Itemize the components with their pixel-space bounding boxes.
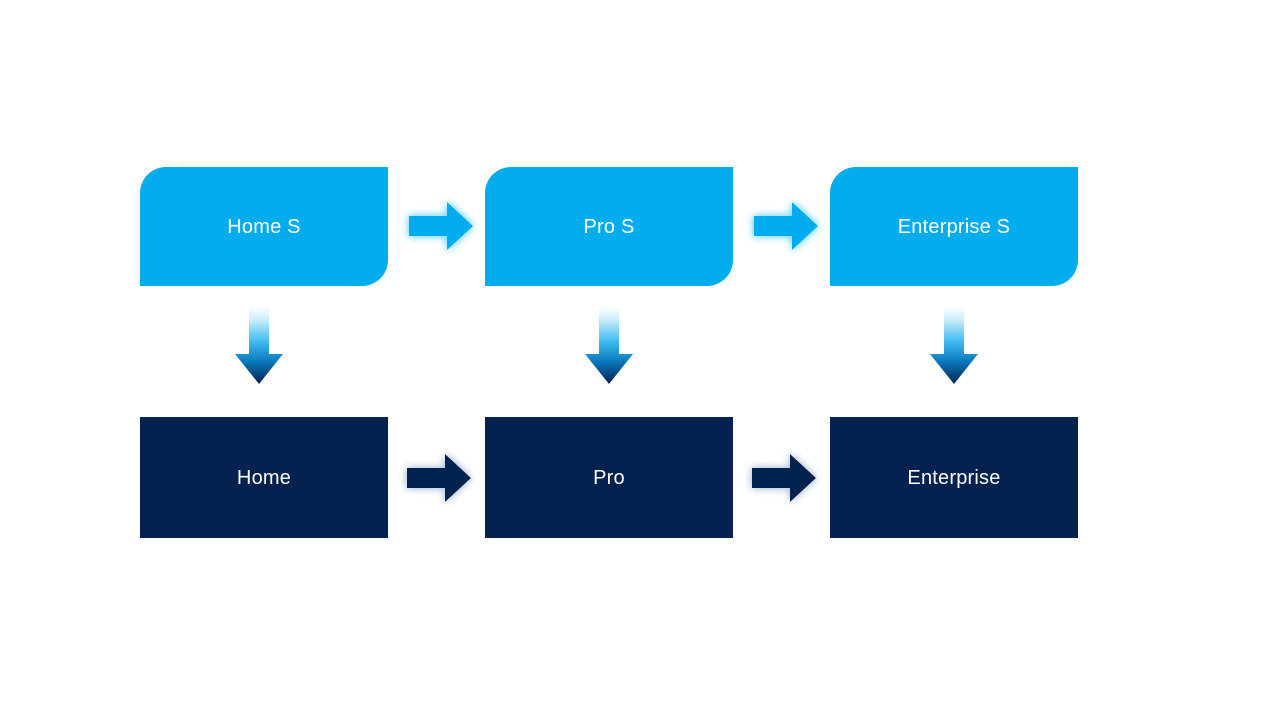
node-label: Pro S	[583, 215, 635, 238]
connector-pro-to-enterprise	[748, 450, 820, 506]
arrow-down-icon	[585, 306, 633, 384]
node-label: Pro	[593, 466, 625, 489]
connector-pro-s-to-enterprise-s	[750, 198, 822, 254]
arrow-right-icon	[754, 202, 818, 250]
arrow-down-icon	[930, 306, 978, 384]
connector-home-s-to-home	[231, 304, 287, 388]
connector-home-s-to-pro-s	[405, 198, 477, 254]
node-label: Enterprise S	[897, 215, 1011, 238]
connector-home-to-pro	[403, 450, 475, 506]
node-pro-s[interactable]: Pro S	[485, 167, 733, 286]
node-label: Enterprise	[907, 466, 1001, 489]
node-enterprise-s[interactable]: Enterprise S	[830, 167, 1078, 286]
node-enterprise[interactable]: Enterprise	[830, 417, 1078, 538]
connector-enterprise-s-to-enterprise	[926, 304, 982, 388]
node-pro[interactable]: Pro	[485, 417, 733, 538]
arrow-right-icon	[752, 454, 816, 502]
arrow-right-icon	[409, 202, 473, 250]
arrow-right-icon	[407, 454, 471, 502]
node-home[interactable]: Home	[140, 417, 388, 538]
node-home-s[interactable]: Home S	[140, 167, 388, 286]
connector-pro-s-to-pro	[581, 304, 637, 388]
node-label: Home S	[227, 215, 301, 238]
node-label: Home	[236, 466, 292, 489]
arrow-down-icon	[235, 306, 283, 384]
